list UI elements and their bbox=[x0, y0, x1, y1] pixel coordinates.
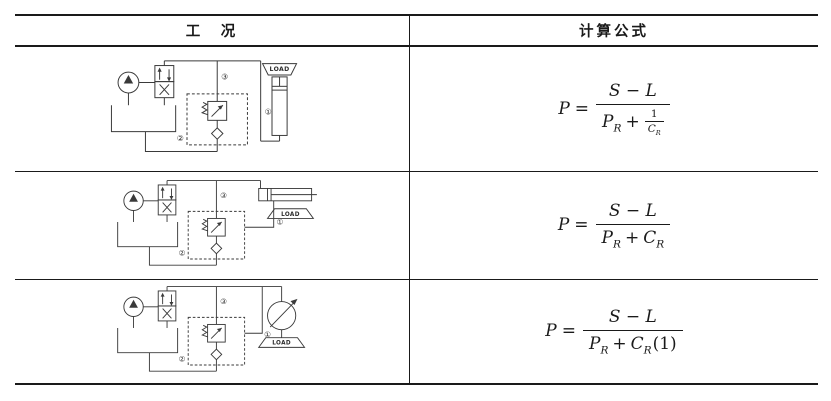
formula-2: P = S − L PR+CR bbox=[557, 200, 671, 251]
C-term: C bbox=[643, 227, 657, 248]
mark-2: ② bbox=[176, 134, 183, 143]
C-subscript: R bbox=[656, 238, 665, 251]
hydraulic-circuit-diagram-motor: LOAD ③ ① ② bbox=[117, 286, 306, 372]
formula-lhs: P bbox=[545, 321, 557, 342]
mark-2: ② bbox=[179, 248, 186, 257]
P-term: P bbox=[602, 112, 614, 132]
C-term: C bbox=[630, 333, 644, 354]
formula-cell-2: P = S − L PR+CR bbox=[410, 172, 818, 279]
table-row: LOAD ③ ① ② P = S − L PR+CR(1) bbox=[15, 280, 818, 383]
table-header-row: 工 况 计算公式 bbox=[15, 16, 818, 47]
header-condition: 工 况 bbox=[15, 16, 410, 45]
denominator: PR+CR bbox=[595, 223, 671, 251]
condition-cell-2: LOAD ③ ① ② bbox=[15, 172, 410, 279]
fraction: S − L PR+CR(1) bbox=[583, 307, 683, 356]
header-formula: 计算公式 bbox=[579, 24, 649, 40]
plus-sign: + bbox=[625, 112, 640, 132]
C-subscript: R bbox=[643, 344, 652, 357]
load-label: LOAD bbox=[281, 212, 300, 218]
equals-sign: = bbox=[574, 99, 590, 119]
inner-denominator: CR bbox=[644, 120, 664, 138]
numerator: S − L bbox=[608, 80, 657, 101]
condition-cell-3: LOAD ③ ① ② bbox=[15, 280, 410, 383]
condition-cell-1: LOAD ③ ① ② bbox=[15, 47, 410, 171]
C-subscript: R bbox=[655, 129, 661, 138]
hydraulic-circuit-diagram-cylinder-vertical: LOAD ③ ① ② bbox=[110, 60, 297, 152]
plus-sign: + bbox=[612, 333, 627, 354]
denominator: PR+CR(1) bbox=[583, 329, 683, 357]
numerator: S − L bbox=[608, 200, 657, 221]
P-term: P bbox=[601, 227, 613, 248]
load-label: LOAD bbox=[269, 66, 289, 73]
table-row: LOAD ③ ① ② P = S − L PR+CR bbox=[15, 172, 818, 280]
mark-3: ③ bbox=[220, 191, 227, 200]
mark-1: ① bbox=[264, 330, 271, 339]
formula-lhs: P bbox=[557, 215, 570, 236]
formula-3: P = S − L PR+CR(1) bbox=[545, 307, 683, 356]
P-subscript: R bbox=[613, 238, 621, 251]
hydraulic-circuit-diagram-cylinder-horizontal: LOAD ③ ① ② bbox=[117, 180, 317, 266]
P-subscript: R bbox=[613, 122, 622, 135]
inner-numerator: 1 bbox=[650, 107, 658, 120]
mark-1: ① bbox=[277, 218, 284, 227]
mark-1: ① bbox=[264, 108, 271, 117]
formula-lhs: P bbox=[558, 99, 570, 119]
plus-sign: + bbox=[624, 227, 640, 248]
equals-sign: = bbox=[574, 215, 589, 236]
equals-sign: = bbox=[561, 321, 576, 342]
mark-3: ③ bbox=[220, 297, 227, 306]
P-subscript: R bbox=[600, 344, 609, 357]
paren-one: (1) bbox=[652, 333, 677, 354]
formula-cell-3: P = S − L PR+CR(1) bbox=[410, 280, 818, 383]
load-label: LOAD bbox=[272, 341, 291, 347]
conditions-formula-table: 工 况 计算公式 bbox=[15, 14, 818, 385]
C-term: C bbox=[647, 122, 656, 135]
numerator: S − L bbox=[608, 306, 657, 327]
mark-2: ② bbox=[179, 354, 186, 363]
fraction: S − L PR+CR bbox=[595, 200, 671, 251]
P-term: P bbox=[589, 333, 601, 354]
mark-3: ③ bbox=[221, 73, 228, 82]
